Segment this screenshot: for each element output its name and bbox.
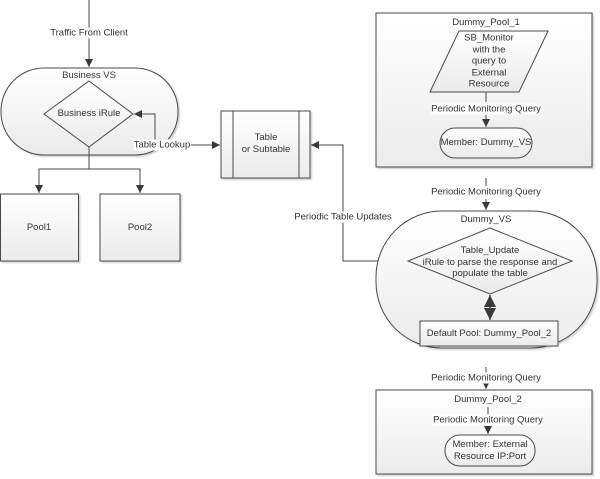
member-dummy-vs-label: Member: Dummy_VS [440, 137, 532, 148]
table-updates-connector [311, 141, 408, 262]
dummy-pool-1-title: Dummy_Pool_1 [452, 17, 520, 28]
business-vs-title: Business VS [62, 70, 116, 81]
sb-monitor-line: SB_Monitor [464, 32, 514, 44]
pool1-shape [0, 193, 79, 262]
sb-monitor-line: External [471, 66, 507, 78]
sb-monitor-shape [429, 30, 549, 93]
table-label-line1: Table [254, 132, 278, 143]
sb-monitor-line: query to [471, 55, 507, 67]
dummy-pool-2-title: Dummy_Pool_2 [454, 394, 522, 405]
pool2-query-label: Periodic Monitoring Query [433, 414, 543, 426]
member-external-label: Member: External Resource IP:Port [453, 439, 528, 463]
periodic-table-updates-label: Periodic Table Updates [294, 211, 392, 223]
member-dummy-vs-shape [439, 127, 533, 159]
table-lookup-label: Table Lookup [133, 139, 191, 151]
table-label-line2: or Subtable [241, 144, 291, 155]
traffic-from-client-label: Traffic From Client [50, 27, 128, 39]
business-irule-label: Business iRule [57, 108, 121, 119]
pool2-label: Pool2 [127, 222, 153, 233]
sb-monitor-line: with the [472, 43, 506, 55]
table-update-irule-diamond [406, 227, 574, 295]
pool1-connector [35, 168, 89, 193]
sb-monitor-line: Resource [468, 78, 510, 90]
sb-monitor-label: SB_Monitor with the query to External Re… [464, 32, 514, 90]
default-pool-shape [419, 320, 559, 347]
table-lookup-connector [134, 110, 156, 145]
query-label-2: Periodic Monitoring Query [431, 372, 541, 384]
dummy-vs-title: Dummy_VS [460, 214, 512, 225]
table-label: Table or Subtable [242, 132, 291, 156]
pool1-query-label: Periodic Monitoring Query [431, 103, 541, 115]
query-label-1: Periodic Monitoring Query [431, 186, 541, 198]
member-line: Resource IP:Port [453, 451, 527, 462]
pool2-shape [99, 193, 181, 262]
table-shape [220, 110, 311, 179]
member-line: Member: External [452, 439, 528, 450]
irule-line: iRule to parse the response and [422, 256, 558, 268]
default-pool-label: Default Pool: Dummy_Pool_2 [426, 328, 552, 339]
member-external-shape [444, 434, 536, 467]
irule-line: populate the table [452, 267, 528, 279]
pool1-label: Pool1 [26, 222, 52, 233]
irule-line: Table_Update [460, 244, 520, 256]
pool2-connector [89, 168, 144, 193]
table-update-irule-label: Table_Update iRule to parse the response… [423, 245, 558, 280]
